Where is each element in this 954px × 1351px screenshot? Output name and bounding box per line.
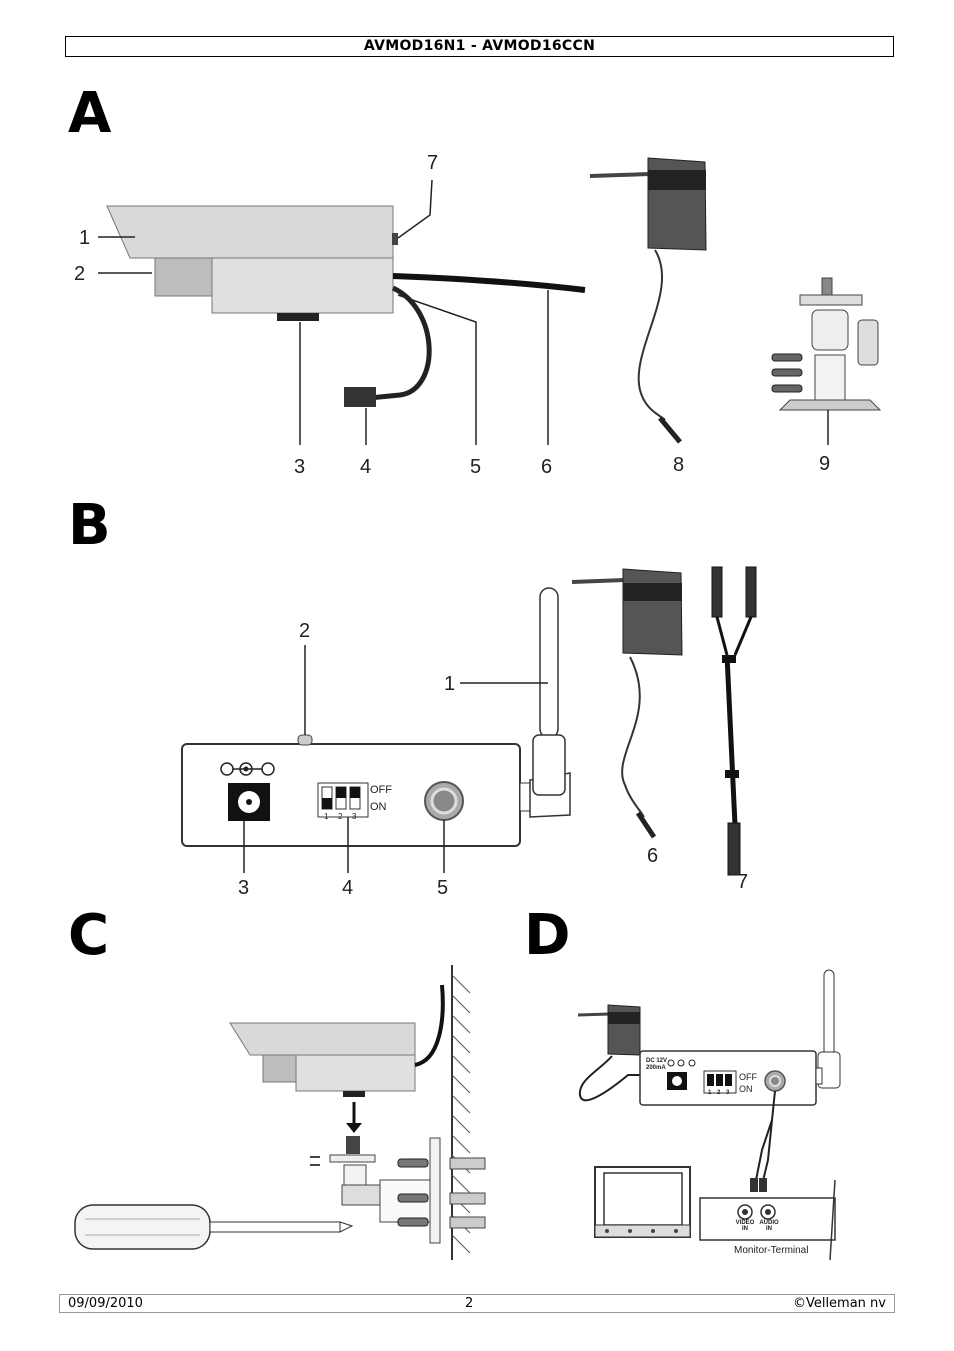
screwdriver	[74, 1204, 354, 1250]
callout-a-9: 9	[819, 453, 831, 475]
switch-number-1: 1	[324, 812, 329, 821]
callout-a-4: 4	[360, 456, 372, 478]
receiver-ma-label: 200mA	[646, 1065, 666, 1071]
audio-in-label: AUDIO IN	[759, 1220, 779, 1232]
receiver-off-label: OFF	[739, 1072, 757, 1082]
callout-a-7: 7	[427, 152, 439, 174]
section-b-letter: B	[68, 493, 111, 558]
receiver-illustration	[181, 587, 571, 847]
receiver-switch-3: 3	[726, 1090, 730, 1096]
receiver-switch-2: 2	[717, 1090, 721, 1096]
callout-a-3: 3	[294, 456, 306, 478]
power-adapter-a	[589, 157, 707, 444]
callout-b-1: 1	[444, 673, 456, 695]
callout-b-5: 5	[437, 877, 449, 899]
footer-copyright: ©Velleman nv	[792, 1296, 886, 1311]
figure-b	[181, 566, 757, 876]
header-title: AVMOD16N1 - AVMOD16CCN	[363, 38, 596, 54]
camera-illustration	[106, 205, 586, 407]
switch-number-3: 3	[352, 812, 357, 821]
switch-on-label: ON	[370, 801, 387, 813]
receiver-dc-label: DC 12V	[646, 1058, 668, 1064]
callout-b-4: 4	[342, 877, 354, 899]
footer-date: 09/09/2010	[68, 1296, 143, 1311]
figure-d	[577, 969, 841, 1261]
callout-b-3: 3	[238, 877, 250, 899]
section-c-letter: C	[68, 903, 110, 968]
footer-page-number: 2	[465, 1296, 474, 1311]
section-a-letter: A	[68, 81, 112, 146]
switch-off-label: OFF	[370, 784, 392, 796]
mounting-bracket-a	[771, 277, 882, 445]
callout-a-1: 1	[79, 227, 91, 249]
callout-b-6: 6	[647, 845, 659, 867]
callout-a-8: 8	[673, 454, 685, 476]
document-footer: 09/09/2010 2 ©Velleman nv	[59, 1294, 895, 1313]
figure-c	[74, 965, 486, 1260]
callout-a-6: 6	[541, 456, 553, 478]
callout-b-7: 7	[737, 871, 749, 893]
figure-a	[98, 157, 882, 445]
monitor-terminal-label: Monitor-Terminal	[734, 1245, 809, 1256]
power-adapter-b	[571, 568, 683, 839]
av-cable-b	[711, 566, 757, 876]
switch-number-2: 2	[338, 812, 343, 821]
receiver-switch-1: 1	[708, 1090, 712, 1096]
receiver-on-label: ON	[739, 1084, 753, 1094]
callout-b-2: 2	[299, 620, 311, 642]
callout-a-2: 2	[74, 263, 86, 285]
section-d-letter: D	[524, 903, 571, 968]
document-header: AVMOD16N1 - AVMOD16CCN	[65, 36, 894, 57]
callout-a-5: 5	[470, 456, 482, 478]
video-in-label: VIDEO IN	[735, 1220, 755, 1232]
